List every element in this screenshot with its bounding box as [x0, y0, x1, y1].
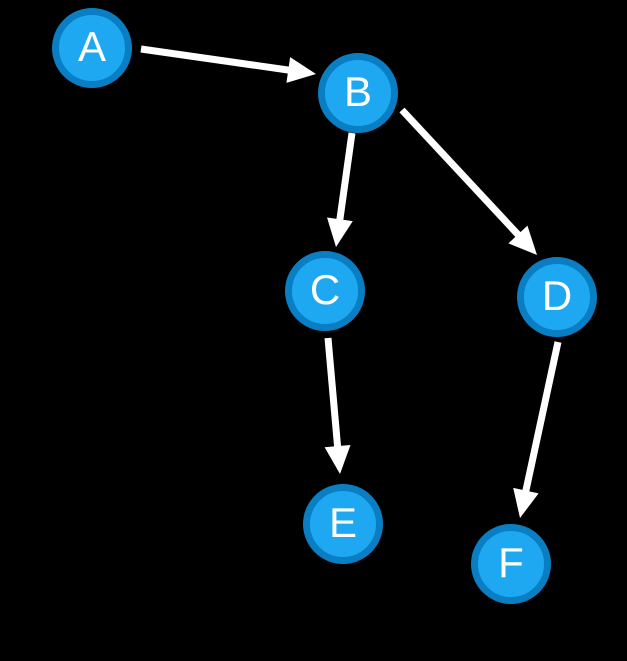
arrowhead-icon: [286, 57, 316, 83]
arrowhead-icon: [513, 487, 539, 518]
graph-edge-b-c: [335, 132, 356, 224]
graph-node-label: A: [77, 23, 106, 70]
graph-edge-d-f: [521, 341, 562, 496]
arrowhead-icon: [324, 444, 351, 474]
graph-node-label: E: [328, 499, 357, 546]
graph-edge-b-d: [399, 107, 524, 240]
graph-node-label: F: [498, 539, 524, 586]
graph-node-label: B: [343, 68, 372, 115]
graph-edge-a-b: [140, 45, 293, 75]
graph-node-a[interactable]: A: [52, 8, 132, 88]
graph-node-c[interactable]: C: [285, 251, 365, 331]
arrowhead-icon: [508, 225, 537, 255]
graph-node-e[interactable]: E: [303, 484, 383, 564]
graph-node-label: C: [309, 266, 341, 313]
graph-node-label: D: [541, 272, 573, 319]
graph-node-f[interactable]: F: [471, 524, 551, 604]
graph-node-b[interactable]: B: [318, 53, 398, 133]
graph-edge-c-e: [324, 337, 342, 451]
graph-node-d[interactable]: D: [517, 257, 597, 337]
arrowhead-icon: [327, 217, 353, 247]
